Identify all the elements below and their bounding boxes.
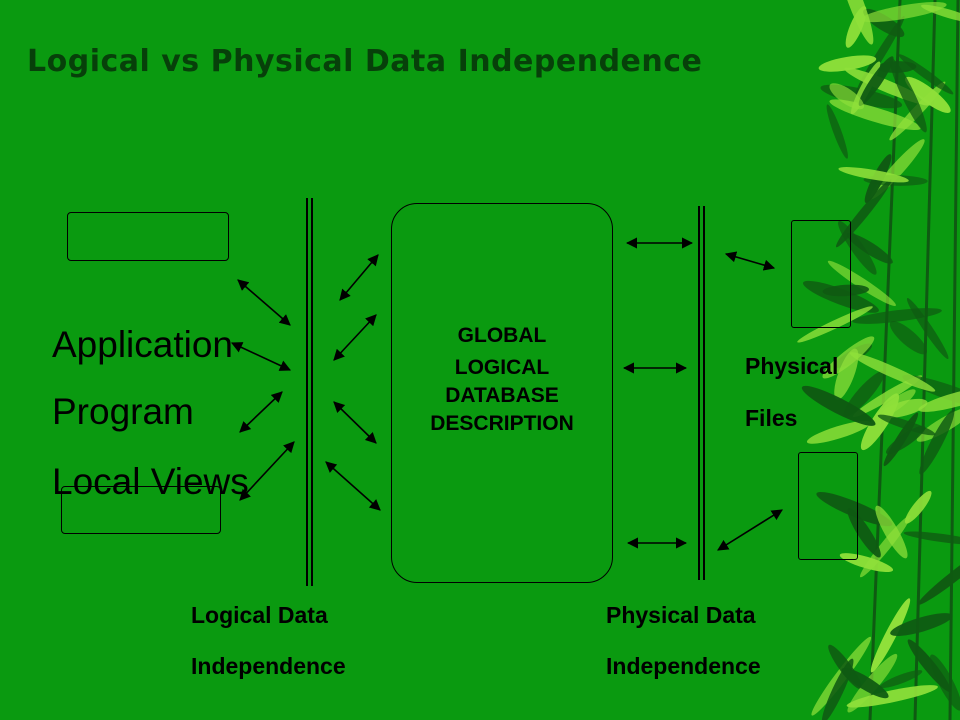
physical-independence-bar xyxy=(698,206,705,580)
arrow-logical-to-global-1 xyxy=(339,254,379,301)
arrow-logical-to-global-3 xyxy=(333,401,377,444)
arrow-app-to-logical-1 xyxy=(237,279,291,326)
label-physical-independence: Independence xyxy=(606,653,761,679)
global-box-line1: GLOBAL xyxy=(457,324,547,347)
bamboo-leaf xyxy=(875,505,908,559)
bamboo-leaf xyxy=(829,83,865,110)
bamboo-leaf xyxy=(838,167,909,183)
bamboo-leaf xyxy=(881,398,928,418)
application-box-top xyxy=(67,212,229,261)
bamboo-leaf xyxy=(903,531,960,545)
bamboo-stem xyxy=(948,0,960,720)
bamboo-leaf xyxy=(838,0,874,45)
arrow-logical-to-global-4 xyxy=(325,461,381,511)
physical-file-box-bottom xyxy=(798,452,858,560)
label-local-views: Local Views xyxy=(52,461,249,502)
bamboo-leaf xyxy=(839,553,894,573)
bamboo-leaf xyxy=(852,375,923,418)
bamboo-leaf xyxy=(906,298,949,359)
label-program: Program xyxy=(52,391,194,432)
bamboo-leaf xyxy=(797,306,873,343)
bamboo-leaf xyxy=(860,1,947,23)
physical-file-box-top xyxy=(791,220,851,328)
bamboo-leaf xyxy=(827,260,896,306)
bamboo-leaf xyxy=(918,387,960,412)
bamboo-leaf xyxy=(870,598,911,673)
bamboo-leaf xyxy=(806,420,871,444)
bamboo-leaf xyxy=(843,370,885,417)
bamboo-leaf xyxy=(849,352,936,392)
arrow-app-to-logical-2 xyxy=(230,342,292,371)
bamboo-leaf xyxy=(898,54,954,95)
global-box-line3: DATABASE xyxy=(445,384,559,407)
bamboo-leaf xyxy=(818,55,877,72)
bamboo-leaf xyxy=(816,492,893,527)
bamboo-leaf xyxy=(885,425,926,455)
bamboo-leaf xyxy=(841,667,889,699)
global-box-line4: DESCRIPTION xyxy=(430,412,574,435)
bamboo-leaf xyxy=(847,508,881,558)
bamboo-leaf xyxy=(904,490,932,524)
arrow-app-to-logical-4 xyxy=(239,441,295,501)
bamboo-leaf xyxy=(889,57,927,133)
label-logical-independence: Independence xyxy=(191,653,346,679)
bamboo-leaf xyxy=(834,348,859,400)
bamboo-leaf xyxy=(846,233,893,264)
bamboo-leaf xyxy=(907,639,951,692)
bamboo-leaf xyxy=(858,56,894,107)
arrow-physical-to-file-1 xyxy=(724,251,776,271)
label-logical-data: Logical Data xyxy=(191,602,328,628)
label-application: Application xyxy=(52,324,234,365)
arrow-logical-to-global-2 xyxy=(333,314,377,361)
label-files: Files xyxy=(745,405,798,431)
slide-title: Logical vs Physical Data Independence xyxy=(27,44,703,79)
label-physical-data: Physical Data xyxy=(606,602,756,628)
bamboo-leaf xyxy=(879,670,923,688)
global-box-text: GLOBAL LOGICAL DATABASE DESCRIPTION xyxy=(393,323,611,437)
global-box-line2: LOGICAL xyxy=(454,356,550,379)
logical-independence-bar xyxy=(306,198,313,586)
bamboo-leaf xyxy=(889,321,928,355)
bamboo-leaf xyxy=(822,284,870,297)
arrow-physical-to-file-2 xyxy=(717,509,783,551)
arrow-app-to-logical-3 xyxy=(239,391,283,433)
label-physical: Physical xyxy=(745,353,839,379)
bamboo-leaf xyxy=(801,385,876,426)
bamboo-leaf xyxy=(803,280,879,313)
bamboo-leaf xyxy=(917,545,960,605)
global-logical-database-box xyxy=(391,203,613,583)
bamboo-leaf xyxy=(919,410,955,475)
bamboo-leaf xyxy=(826,104,848,159)
application-box-bottom xyxy=(61,486,221,534)
bamboo-leaf xyxy=(890,613,953,636)
bamboo-stem xyxy=(913,0,937,720)
bamboo-leaf xyxy=(846,685,938,708)
